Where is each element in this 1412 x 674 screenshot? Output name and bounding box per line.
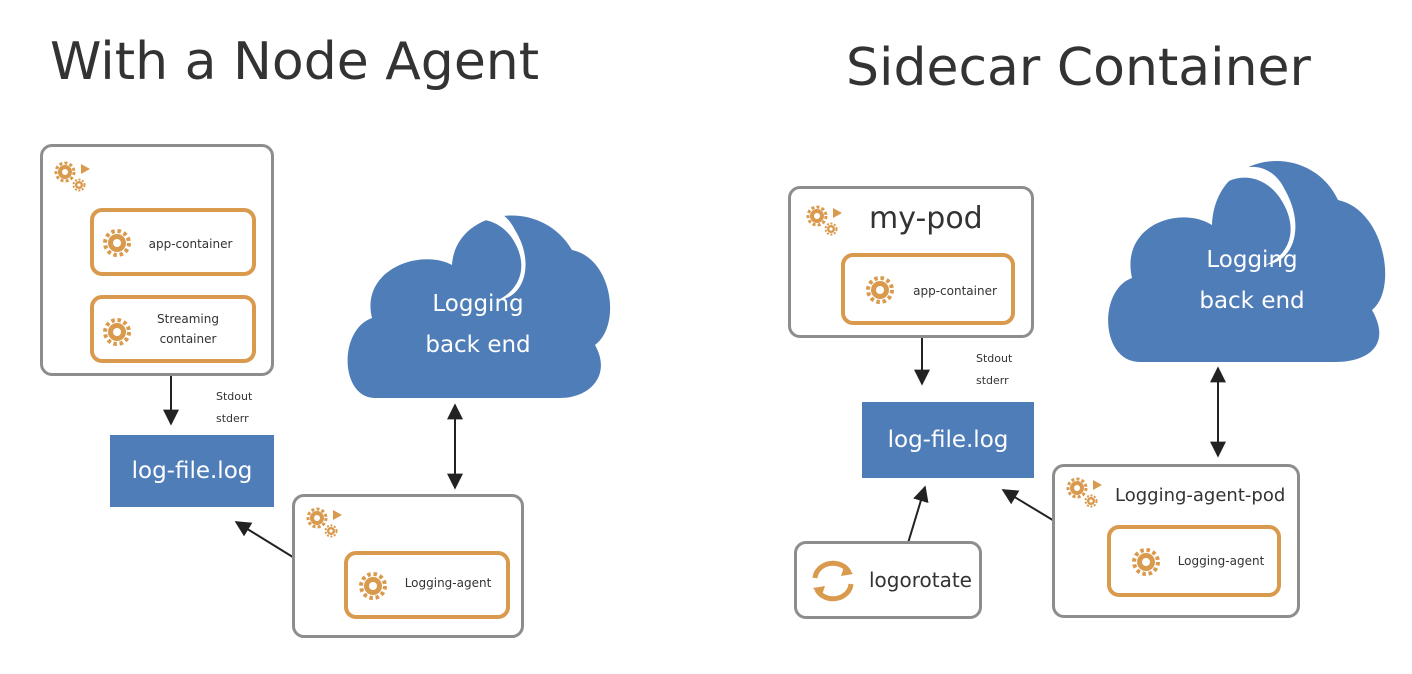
gear-icon: [103, 229, 131, 257]
stdout-stderr-left: Stdout stderr: [216, 386, 252, 430]
agent-pod-name-label: Logging-agent-pod: [1115, 485, 1286, 506]
node-agent-pod: Logging-agent: [292, 494, 524, 638]
stderr-label: stderr: [216, 412, 249, 425]
streaming-label-line1: Streaming: [157, 312, 219, 326]
gear-icon: [103, 318, 131, 346]
cloud-label-line1: Logging: [432, 291, 524, 317]
logging-agent-container-left: Logging-agent: [344, 551, 510, 619]
stdout-stderr-right: Stdout stderr: [976, 348, 1012, 392]
gear-icon: [359, 572, 387, 600]
app-container-label: app-container: [148, 237, 233, 251]
node-pod-left: app-container Streaming container: [40, 144, 274, 376]
gear-icon: [1132, 548, 1160, 576]
logging-agent-label-right: Logging-agent: [1177, 554, 1265, 568]
cloud-label-left: Logging back end: [398, 284, 558, 367]
logfile-right: log-file.log: [862, 402, 1034, 478]
logging-backend-cloud-left: [347, 208, 611, 398]
logging-backend-cloud-right: [1108, 161, 1386, 362]
app-container-label-right: app-container: [913, 284, 997, 298]
pod-name-label: my-pod: [869, 201, 983, 236]
logrotate-label: logorotate: [869, 568, 972, 592]
rotate-arrows-icon: [812, 560, 854, 602]
streaming-label-line2: container: [159, 332, 217, 347]
cloud-label-line1: Logging: [1206, 247, 1298, 273]
logging-agent-container-right: Logging-agent: [1107, 525, 1281, 597]
logfile-left: log-file.log: [110, 435, 274, 507]
my-pod: my-pod app-container: [788, 186, 1034, 338]
left-title: With a Node Agent: [50, 32, 540, 92]
app-container-left: app-container: [90, 208, 256, 276]
logging-agent-label-left: Logging-agent: [404, 576, 492, 590]
gears-play-icon: [806, 205, 842, 236]
gears-play-icon: [1066, 477, 1102, 508]
gear-icon: [866, 276, 894, 304]
right-title: Sidecar Container: [846, 38, 1311, 98]
cloud-label-line2: back end: [425, 332, 531, 359]
logging-agent-pod: Logging-agent-pod Logging-agent: [1052, 464, 1300, 618]
stdout-label: Stdout: [216, 390, 253, 403]
app-container-right: app-container: [841, 253, 1015, 325]
cloud-label-right: Logging back end: [1172, 240, 1332, 323]
logrotate-box: logorotate: [794, 541, 982, 619]
stdout-label: Stdout: [976, 352, 1013, 365]
streaming-container: Streaming container: [90, 295, 256, 363]
gears-play-icon: [306, 507, 342, 538]
stderr-label: stderr: [976, 374, 1009, 387]
streaming-container-label: Streaming container: [138, 309, 238, 350]
cloud-label-line2: back end: [1199, 288, 1305, 315]
gears-play-icon: [54, 161, 90, 192]
